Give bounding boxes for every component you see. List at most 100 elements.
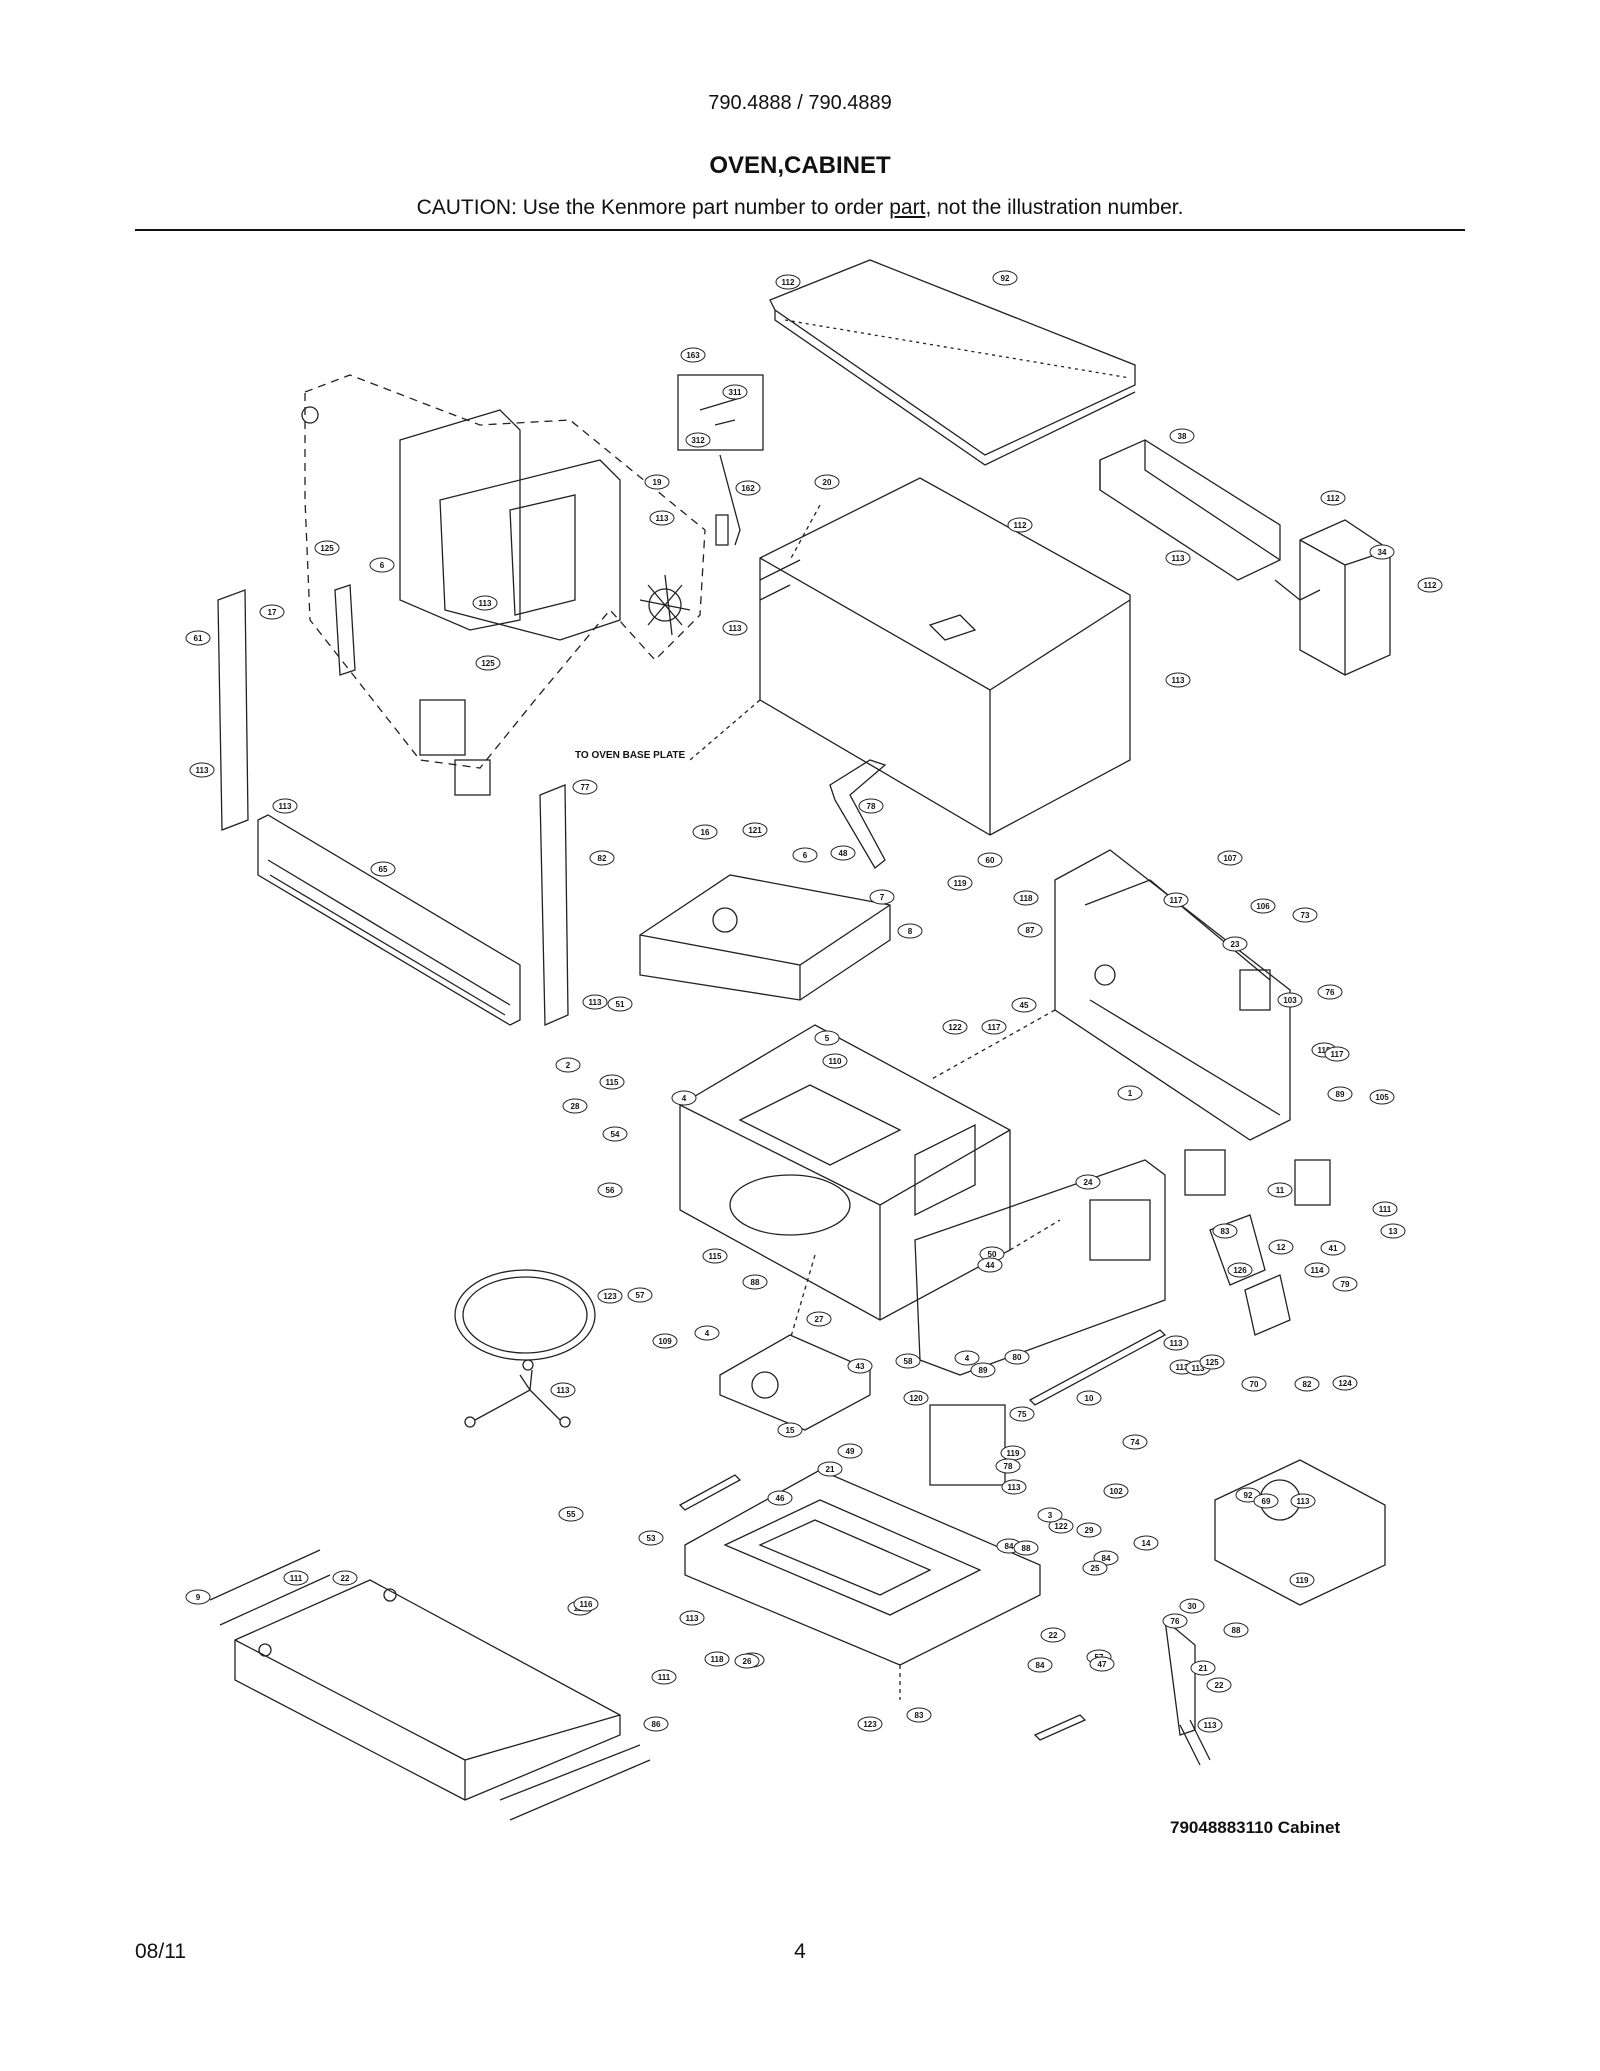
callout-20: 20 (814, 474, 840, 490)
callout-111: 111 (283, 1570, 309, 1586)
callout-text: 113 (1172, 676, 1185, 685)
callout-text: 4 (965, 1354, 970, 1363)
roller-support (464, 1359, 571, 1428)
callout-text: 126 (1233, 1266, 1247, 1275)
callout-text: 83 (915, 1711, 924, 1720)
callout-75: 75 (1009, 1406, 1035, 1422)
callout-text: 21 (826, 1465, 835, 1474)
callout-bubble (942, 1019, 968, 1035)
callout-bubble (1369, 544, 1395, 560)
callout-text: 51 (616, 1000, 625, 1009)
callout-125: 125 (314, 540, 340, 556)
callout-text: 61 (194, 634, 203, 643)
callout-bubble (734, 1653, 760, 1669)
callout-bubble (692, 824, 718, 840)
callout-text: 48 (839, 849, 848, 858)
callout-bubble (1253, 1493, 1279, 1509)
callout-text: 49 (846, 1447, 855, 1456)
high-voltage-components (929, 1149, 1331, 1486)
callout-bubble (1007, 517, 1033, 533)
callout-bubble (472, 595, 498, 611)
callout-163: 163 (680, 347, 706, 363)
callout-bubble (1290, 1493, 1316, 1509)
callout-73: 73 (1292, 907, 1318, 923)
callout-77: 77 (572, 779, 598, 795)
callout-89: 89 (970, 1362, 996, 1378)
callout-44: 44 (977, 1257, 1003, 1273)
callout-162: 162 (735, 480, 761, 496)
callout-bubble (1372, 1201, 1398, 1217)
motor-plate (719, 1334, 871, 1431)
callout-56: 56 (597, 1182, 623, 1198)
callout-bubble (1217, 850, 1243, 866)
callout-bubble (1037, 1507, 1063, 1523)
callout-text: 113 (656, 514, 669, 523)
callout-bubble (897, 923, 923, 939)
callout-bubble (1268, 1239, 1294, 1255)
callout-4: 4 (954, 1350, 980, 1366)
side-channels (217, 589, 569, 1026)
callout-text: 113 (196, 766, 209, 775)
callout-28: 28 (562, 1098, 588, 1114)
callout-6: 6 (369, 557, 395, 573)
callout-text: 54 (611, 1130, 620, 1139)
callout-312: 312 (685, 432, 711, 448)
callout-bubble (1133, 1535, 1159, 1551)
callout-bubble (1292, 907, 1318, 923)
callout-text: 125 (481, 659, 495, 668)
callout-113: 113 (189, 762, 215, 778)
callout-text: 26 (743, 1657, 752, 1666)
callout-111: 111 (651, 1669, 677, 1685)
callout-bubble (822, 1053, 848, 1069)
callout-bubble (1076, 1390, 1102, 1406)
callout-bubble (1190, 1660, 1216, 1676)
callout-text: 11 (1276, 1186, 1285, 1195)
callout-text: 79 (1341, 1280, 1350, 1289)
callout-bubble (1277, 992, 1303, 1008)
trim-strips (678, 1329, 1211, 1766)
callout-34: 34 (1369, 544, 1395, 560)
callout-88: 88 (1223, 1622, 1249, 1638)
callout-bubble (1179, 1598, 1205, 1614)
callout-103: 103 (1277, 992, 1303, 1008)
caution-note: CAUTION: Use the Kenmore part number to … (0, 196, 1600, 220)
callout-text: 34 (1378, 548, 1387, 557)
callout-text: 6 (380, 561, 385, 570)
callout-88: 88 (1013, 1540, 1039, 1556)
callout-text: 53 (647, 1534, 656, 1543)
callout-text: 110 (829, 1057, 842, 1066)
callout-text: 74 (1131, 1438, 1140, 1447)
turntable-ring (454, 1269, 596, 1361)
callout-bubble (1206, 1677, 1232, 1693)
callout-74: 74 (1122, 1434, 1148, 1450)
callout-125: 125 (475, 655, 501, 671)
callout-14: 14 (1133, 1535, 1159, 1551)
callout-text: 29 (1085, 1526, 1094, 1535)
callout-bubble (651, 1669, 677, 1685)
callout-bubble (1304, 1262, 1330, 1278)
callout-bubble (858, 798, 884, 814)
callout-bubble (777, 1422, 803, 1438)
callout-79: 79 (1332, 1276, 1358, 1292)
callout-bubble (947, 875, 973, 891)
callout-bubble (1380, 1223, 1406, 1239)
callout-bubble (1212, 1223, 1238, 1239)
callout-bubble (1317, 984, 1343, 1000)
callout-47: 47 (1089, 1656, 1115, 1672)
callout-bubble (767, 1490, 793, 1506)
callout-text: 76 (1171, 1617, 1180, 1626)
base-plate (684, 1469, 1041, 1666)
callout-bubble (558, 1506, 584, 1522)
callout-bubble (1294, 1376, 1320, 1392)
callout-113: 113 (582, 994, 608, 1010)
callout-text: 70 (1250, 1380, 1259, 1389)
callout-12: 12 (1268, 1239, 1294, 1255)
callout-text: 113 (589, 998, 602, 1007)
callout-bubble (680, 347, 706, 363)
callout-bubble (1250, 898, 1276, 914)
caution-link[interactable]: part (889, 196, 926, 219)
callout-text: 113 (1176, 1363, 1189, 1372)
callout-bubble (1165, 550, 1191, 566)
callout-text: 311 (729, 388, 742, 397)
callout-text: 60 (986, 856, 995, 865)
